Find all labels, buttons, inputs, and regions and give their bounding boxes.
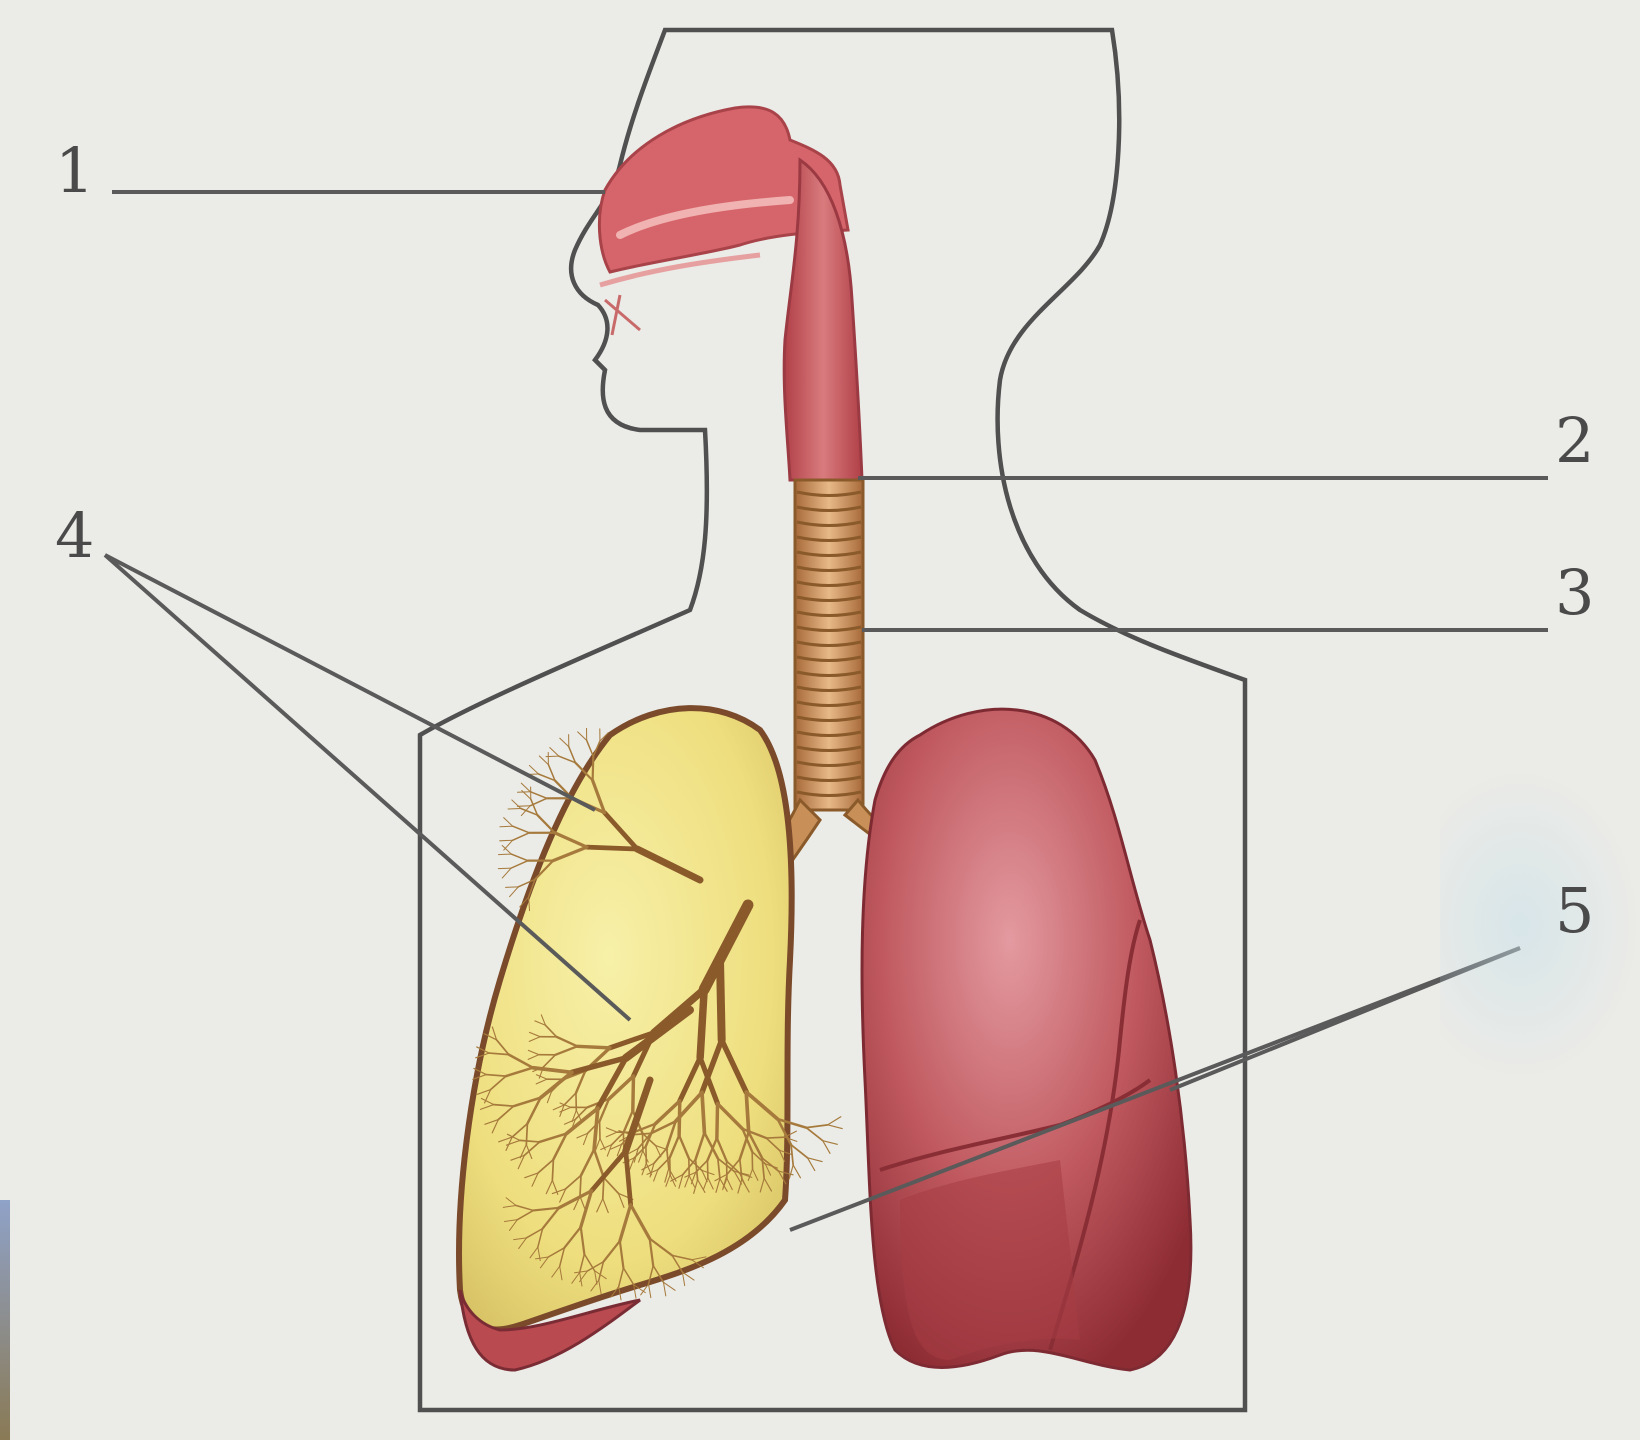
bronchus-branch (502, 868, 511, 878)
bronchus-branch (512, 800, 521, 809)
bronchus-branch (717, 1104, 718, 1138)
bronchus-branch (578, 732, 587, 741)
bronchus-branch (518, 792, 531, 793)
bronchus-branch (510, 887, 519, 897)
bronchus-branch (500, 840, 513, 841)
bronchus-branch (649, 1284, 651, 1298)
bronchus-branch (498, 868, 511, 869)
label-2: 2 (1555, 410, 1594, 472)
label-4: 4 (55, 505, 94, 567)
bronchus-branch (791, 1145, 807, 1158)
bronchus-branch (552, 1159, 553, 1180)
bronchus-branch (806, 1128, 822, 1141)
bronchus-branch (511, 861, 528, 868)
bronchus-branch (663, 1282, 675, 1290)
bronchus-branch (529, 765, 538, 774)
bronchus-branch (828, 1125, 843, 1129)
bronchus-branch (593, 756, 594, 780)
background-smudge (1440, 770, 1640, 1080)
bronchus-branch (513, 833, 530, 840)
bronchus-branch (587, 740, 594, 756)
bronchus-branch (513, 826, 530, 833)
bronchus-branch (791, 1145, 793, 1165)
bronchus-branch (500, 826, 513, 827)
bronchus-branch (530, 792, 547, 799)
bronchus-branch (517, 806, 530, 807)
label-5: 5 (1555, 880, 1594, 942)
bronchus-branch (580, 1175, 581, 1196)
bronchus-branch (828, 1117, 841, 1125)
left-lung-cut (459, 708, 792, 1329)
bronchus-branch (550, 748, 559, 757)
bronchus-branch (766, 1137, 784, 1138)
bronchus-branch (682, 1272, 694, 1280)
bronchus-branch (506, 887, 519, 888)
label-1: 1 (55, 140, 94, 202)
bronchus-branch (508, 808, 521, 809)
bronchus-branch (539, 756, 548, 765)
bronchus-branch (498, 854, 511, 855)
bronchus-branch (537, 815, 554, 833)
bronchus-branch (633, 1076, 634, 1110)
bronchus-branch (587, 847, 637, 849)
bronchus-branch (511, 854, 528, 861)
bronchus-branch (526, 1124, 527, 1145)
bronchus-branch (546, 756, 559, 757)
bronchus-branch (682, 1272, 684, 1286)
bronchus-branch (793, 1165, 800, 1178)
label-3: 3 (1555, 562, 1594, 624)
bronchus-branch (720, 960, 722, 1040)
bronchus-branch (521, 806, 530, 816)
bronchus-branch (504, 840, 513, 850)
bronchus-branch (504, 818, 513, 827)
bronchus-branch (577, 1046, 610, 1048)
bronchus-branch (521, 783, 530, 792)
bronchus-branch (789, 1165, 793, 1179)
bronchus-branch (700, 989, 704, 1057)
bronchus-branch (806, 1125, 827, 1128)
bronchus-branch (560, 738, 569, 747)
bronchus-branch (663, 1282, 665, 1296)
bronchus-branch (746, 1092, 748, 1132)
edge-artifact (0, 1200, 10, 1440)
lips (605, 295, 640, 335)
bronchus-branch (702, 1092, 704, 1132)
